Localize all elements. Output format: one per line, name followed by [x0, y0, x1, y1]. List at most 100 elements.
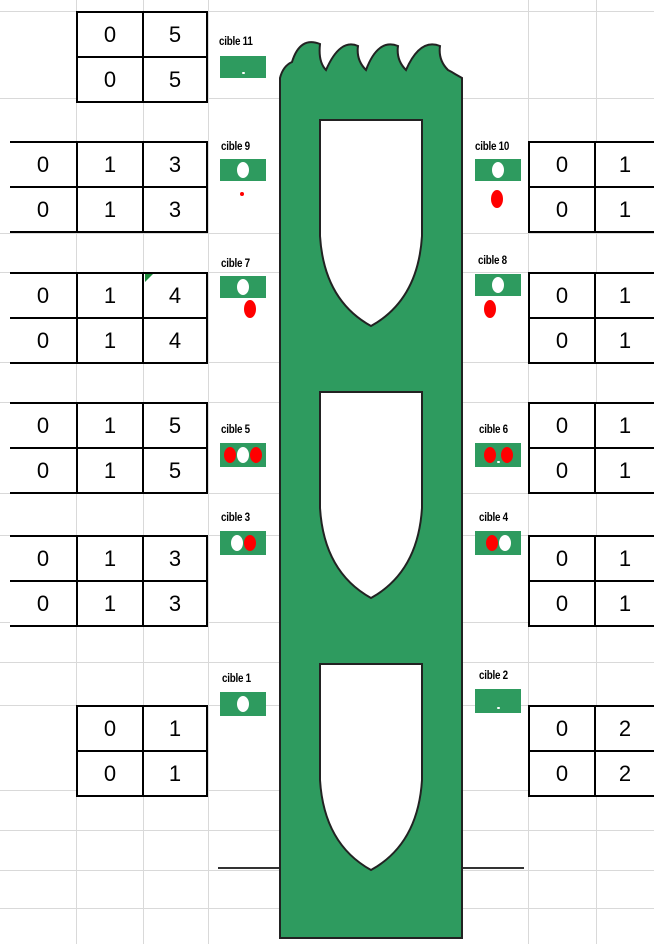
score-cell[interactable]: 1	[594, 274, 654, 317]
score-cell[interactable]: 0	[10, 404, 76, 447]
score-cell[interactable]: 1	[76, 537, 142, 580]
table-row: 0 1	[528, 447, 654, 492]
score-cell[interactable]: 0	[528, 274, 594, 317]
score-cell[interactable]: 1	[594, 404, 654, 447]
score-table-left: 0 5 0 5	[76, 11, 208, 103]
score-cell[interactable]: 5	[142, 13, 208, 56]
comment-indicator-icon[interactable]	[145, 274, 153, 282]
target-plate[interactable]	[220, 159, 266, 181]
table-row: 0 1 3	[10, 143, 208, 186]
impact-dot-white	[231, 535, 243, 551]
score-cell[interactable]: 1	[142, 707, 208, 750]
score-cell[interactable]: 0	[76, 58, 142, 101]
score-table-right: 0 1 0 1	[528, 272, 654, 364]
target-plate[interactable]	[220, 531, 266, 555]
table-row: 0 1	[528, 404, 654, 447]
target-plate[interactable]	[475, 689, 521, 713]
score-cell[interactable]: 1	[142, 752, 208, 795]
score-cell[interactable]: 5	[142, 449, 208, 492]
score-cell[interactable]: 0	[10, 449, 76, 492]
impact-dot-white	[237, 447, 249, 463]
score-cell[interactable]: 1	[594, 188, 654, 231]
impact-dot-red	[491, 190, 503, 208]
target-label: cible 5	[221, 422, 250, 436]
target-plate[interactable]	[220, 443, 266, 467]
score-cell[interactable]: 1	[76, 274, 142, 317]
score-cell[interactable]: 5	[142, 58, 208, 101]
score-table-right: 0 1 0 1	[528, 535, 654, 627]
impact-dot-red	[244, 300, 256, 318]
impact-dot-white	[497, 707, 500, 709]
target-plate[interactable]	[475, 159, 521, 181]
table-row: 0 5	[76, 13, 208, 56]
score-cell[interactable]: 0	[528, 752, 594, 795]
score-cell[interactable]: 1	[76, 143, 142, 186]
score-cell[interactable]: 1	[76, 188, 142, 231]
score-cell[interactable]: 0	[10, 274, 76, 317]
score-cell[interactable]: 0	[10, 143, 76, 186]
target-plate[interactable]	[220, 276, 266, 298]
score-cell[interactable]: 2	[594, 752, 654, 795]
score-cell[interactable]: 1	[594, 143, 654, 186]
score-cell[interactable]: 0	[76, 707, 142, 750]
score-cell[interactable]: 0	[76, 752, 142, 795]
impact-dot-white	[237, 162, 249, 178]
score-cell[interactable]: 1	[594, 537, 654, 580]
target-plate[interactable]	[475, 274, 521, 296]
score-cell[interactable]: 1	[594, 319, 654, 362]
impact-dot-white	[237, 696, 249, 712]
score-cell[interactable]: 5	[142, 404, 208, 447]
target-plate[interactable]	[475, 443, 521, 467]
table-row: 0 1 3	[10, 537, 208, 580]
score-cell[interactable]: 0	[528, 188, 594, 231]
score-table-right: 0 1 0 1	[528, 141, 654, 233]
score-cell[interactable]: 3	[142, 143, 208, 186]
score-cell[interactable]: 1	[76, 449, 142, 492]
score-cell[interactable]: 0	[10, 582, 76, 625]
impact-dot-red-small	[240, 192, 244, 196]
table-row: 0 1 4	[10, 274, 208, 317]
table-row: 0 1 5	[10, 447, 208, 492]
table-row: 0 1	[528, 143, 654, 186]
score-table-left: 0 1 0 1	[76, 705, 208, 797]
score-cell[interactable]: 0	[528, 404, 594, 447]
impact-dot-white	[492, 277, 504, 293]
score-cell[interactable]: 2	[594, 707, 654, 750]
score-cell[interactable]: 0	[10, 537, 76, 580]
target-plate[interactable]	[475, 531, 521, 555]
score-cell[interactable]: 0	[528, 537, 594, 580]
score-cell[interactable]: 0	[528, 319, 594, 362]
target-label: cible 1	[222, 671, 251, 685]
impact-dot-white	[237, 279, 249, 295]
score-cell[interactable]: 0	[528, 582, 594, 625]
score-cell[interactable]: 1	[76, 582, 142, 625]
score-cell[interactable]: 1	[594, 449, 654, 492]
table-row: 0 1 3	[10, 580, 208, 625]
target-plate[interactable]	[220, 56, 266, 78]
score-cell[interactable]: 3	[142, 537, 208, 580]
table-row: 0 1	[76, 750, 208, 795]
score-cell[interactable]: 1	[76, 319, 142, 362]
target-label: cible 11	[219, 34, 253, 48]
target-label: cible 3	[221, 510, 250, 524]
score-cell[interactable]: 0	[528, 707, 594, 750]
score-cell[interactable]: 0	[10, 319, 76, 362]
target-label: cible 4	[479, 510, 508, 524]
score-cell[interactable]: 0	[76, 13, 142, 56]
score-cell[interactable]: 0	[10, 188, 76, 231]
target-plate[interactable]	[220, 692, 266, 716]
score-cell[interactable]: 3	[142, 582, 208, 625]
score-cell[interactable]: 0	[528, 143, 594, 186]
target-label: cible 9	[221, 139, 250, 153]
score-cell[interactable]: 4	[142, 319, 208, 362]
score-cell[interactable]: 1	[76, 404, 142, 447]
score-cell[interactable]: 1	[594, 582, 654, 625]
impact-dot-red	[501, 447, 513, 463]
score-cell[interactable]: 0	[528, 449, 594, 492]
score-table-left: 0 1 4 0 1 4	[10, 272, 208, 364]
target-label: cible 2	[479, 668, 508, 682]
target-label: cible 8	[478, 253, 507, 267]
score-cell[interactable]: 3	[142, 188, 208, 231]
table-row: 0 1	[528, 580, 654, 625]
